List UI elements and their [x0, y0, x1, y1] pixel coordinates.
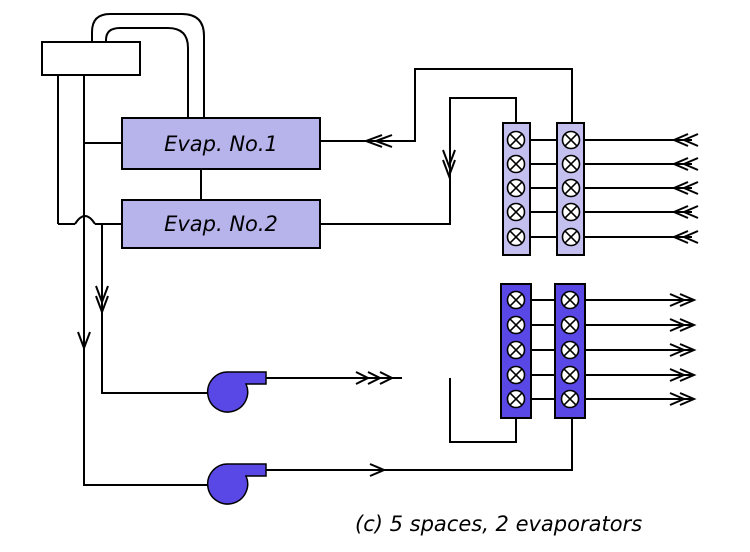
- light-left-valve-5: [506, 227, 526, 247]
- light-left-valve-2: [506, 154, 526, 174]
- dark-left-valve-3-cross-b: [509, 343, 523, 357]
- incoming-arrow-4: [671, 205, 699, 219]
- pump-1: [206, 371, 267, 413]
- dark-right-valve-3: [560, 340, 580, 360]
- light-left-to-evap-2: [320, 97, 517, 225]
- outgoing-arrow-1: [669, 293, 697, 307]
- flow-arrow-down-1: [95, 285, 109, 305]
- dark-right-valve-2-cross-b: [563, 318, 577, 332]
- valve-group: [506, 130, 581, 409]
- incoming-arrow-2: [671, 157, 699, 171]
- incoming-arrow-1: [671, 133, 699, 147]
- light-left-valve-4: [506, 202, 526, 222]
- liquid-line-pump-2: [83, 75, 208, 486]
- dark-right-valve-1-cross-b: [563, 293, 577, 307]
- light-right-valve-2-cross-b: [564, 157, 578, 171]
- light-right-valve-5: [561, 227, 581, 247]
- evaporator-2-box: [121, 199, 321, 249]
- evap-2-inlet-arrow: [442, 149, 456, 179]
- light-right-valve-3-cross-b: [564, 181, 578, 195]
- light-left-valve-5-cross-b: [509, 230, 523, 244]
- dark-right-valve-4: [560, 365, 580, 385]
- light-right-valve-2: [561, 154, 581, 174]
- light-right-valve-3: [561, 178, 581, 198]
- evaporator-2-label: Evap. No.2: [164, 212, 278, 236]
- light-right-to-evap-1: [320, 68, 573, 142]
- flow-arrow-down-2: [77, 331, 91, 351]
- pump-1-discharge-arrow: [355, 371, 395, 385]
- flow-arrow-down-1b: [95, 295, 109, 315]
- outgoing-arrow-5: [669, 392, 697, 406]
- outgoing-arrow-2: [669, 318, 697, 332]
- light-right-valve-1: [561, 130, 581, 150]
- light-right-valve-5-cross-b: [564, 230, 578, 244]
- dark-header-1-return: [449, 378, 517, 443]
- outgoing-lines: [585, 293, 697, 406]
- separator-tank: [41, 41, 141, 76]
- outgoing-arrow-4: [669, 368, 697, 382]
- evaporator-1-label: Evap. No.1: [164, 132, 278, 156]
- incoming-lines: [584, 133, 699, 244]
- dark-left-valve-5: [506, 389, 526, 409]
- incoming-arrow-3: [671, 181, 699, 195]
- dark-left-valve-4: [506, 365, 526, 385]
- dark-right-valve-4-cross-b: [563, 368, 577, 382]
- figure-caption: (c) 5 spaces, 2 evaporators: [355, 512, 643, 536]
- dark-left-valve-2: [506, 315, 526, 335]
- dark-left-valve-2-cross-b: [509, 318, 523, 332]
- dark-right-valve-5: [560, 389, 580, 409]
- light-right-valve-1-cross-b: [564, 133, 578, 147]
- light-left-valve-1: [506, 130, 526, 150]
- dark-left-valve-1-cross-b: [509, 293, 523, 307]
- outgoing-arrow-3: [669, 343, 697, 357]
- dark-left-valve-5-cross-b: [509, 392, 523, 406]
- light-left-valve-4-cross-b: [509, 205, 523, 219]
- vapor-return-pipe-inner: [105, 27, 189, 118]
- dark-left-valve-4-cross-b: [509, 368, 523, 382]
- incoming-arrow-5: [671, 230, 699, 244]
- vapor-return-pipe-outer: [91, 13, 205, 118]
- dark-right-valve-2: [560, 315, 580, 335]
- dark-left-valve-3: [506, 340, 526, 360]
- light-left-valve-3: [506, 178, 526, 198]
- dark-right-valve-5-cross-b: [563, 392, 577, 406]
- light-left-valve-1-cross-b: [509, 133, 523, 147]
- dark-right-valve-3-cross-b: [563, 343, 577, 357]
- light-left-valve-2-cross-b: [509, 157, 523, 171]
- pump-2: [206, 463, 267, 505]
- pump-2-discharge-arrow: [369, 463, 387, 477]
- evap-1-inlet-arrow: [363, 134, 393, 148]
- light-right-valve-4: [561, 202, 581, 222]
- light-right-valve-4-cross-b: [564, 205, 578, 219]
- pump-2-discharge: [266, 418, 573, 471]
- light-left-valve-3-cross-b: [509, 181, 523, 195]
- dark-right-valve-1: [560, 290, 580, 310]
- dark-left-valve-1: [506, 290, 526, 310]
- liquid-line-pump-1: [101, 224, 208, 394]
